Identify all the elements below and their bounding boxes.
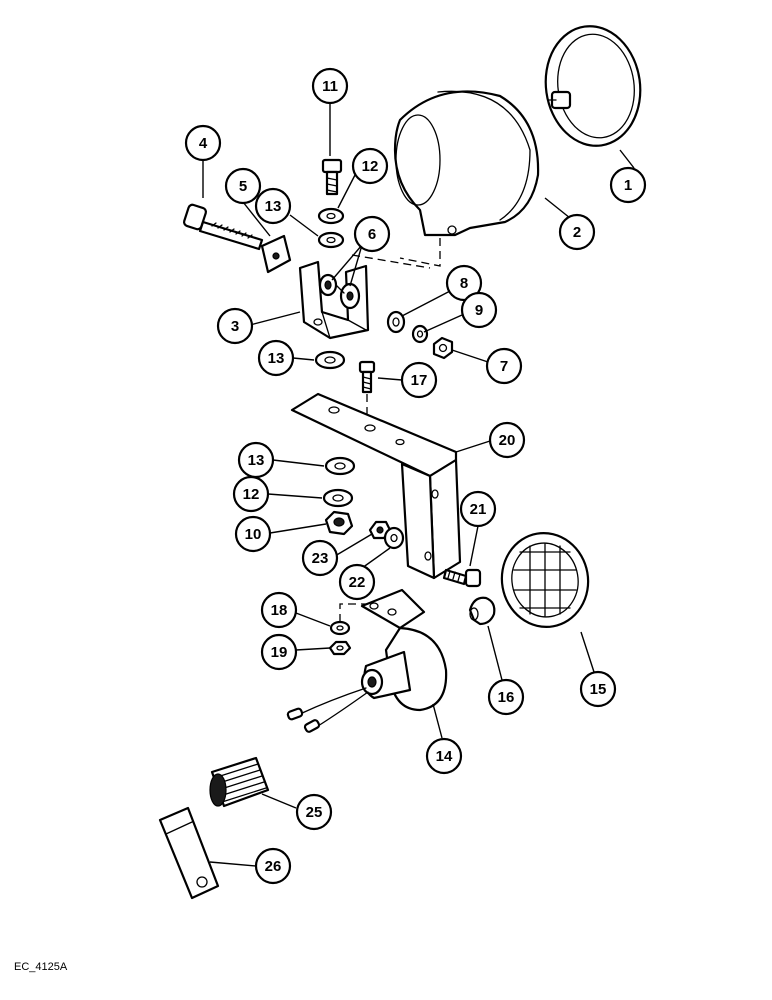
svg-text:26: 26	[265, 858, 282, 875]
lamp-bracket-part	[298, 260, 370, 340]
callout-16: 16	[487, 678, 525, 716]
svg-text:3: 3	[231, 318, 239, 335]
nut-part-7	[432, 336, 454, 360]
callout-13-mid: 13	[257, 339, 295, 377]
svg-text:21: 21	[470, 501, 487, 518]
callout-17: 17	[400, 361, 438, 399]
bulb-part	[468, 596, 496, 626]
lamp-housing-part	[393, 90, 540, 237]
callout-21: 21	[459, 490, 497, 528]
callout-22: 22	[338, 563, 376, 601]
clip-part	[260, 234, 292, 274]
washer-part-13-mid	[314, 350, 346, 370]
nut-part-10	[324, 510, 354, 536]
drawing-code: EC_4125A	[14, 961, 68, 973]
svg-text:23: 23	[312, 550, 329, 567]
svg-text:8: 8	[460, 275, 468, 292]
svg-text:15: 15	[590, 681, 607, 698]
svg-text:18: 18	[271, 602, 288, 619]
callout-15: 15	[579, 670, 617, 708]
callout-12-lower: 12	[232, 475, 270, 513]
leader-lines	[202, 103, 635, 867]
svg-text:10: 10	[245, 526, 262, 543]
svg-text:4: 4	[199, 135, 208, 152]
callout-12-top: 12	[351, 147, 389, 185]
callout-6: 6	[353, 215, 391, 253]
lamp-rim-part	[500, 532, 590, 628]
washer-part-18	[329, 620, 351, 636]
callout-5: 5	[224, 167, 262, 205]
callout-2: 2	[558, 213, 596, 251]
svg-text:6: 6	[368, 226, 376, 243]
bolt-part-11	[321, 158, 343, 196]
svg-text:17: 17	[411, 372, 428, 389]
svg-text:9: 9	[475, 302, 483, 319]
svg-text:13: 13	[248, 452, 265, 469]
callout-8: 8	[445, 264, 483, 302]
svg-text:2: 2	[573, 224, 581, 241]
callout-23: 23	[301, 539, 339, 577]
bolt-part-4	[182, 203, 264, 251]
callout-7: 7	[485, 347, 523, 385]
callout-25: 25	[295, 793, 333, 831]
callout-10: 10	[234, 515, 272, 553]
svg-text:25: 25	[306, 804, 323, 821]
svg-text:14: 14	[436, 748, 453, 765]
washer-part-22	[383, 526, 405, 550]
callout-19: 19	[260, 633, 298, 671]
svg-text:5: 5	[239, 178, 247, 195]
alignment-dash-18	[339, 603, 372, 622]
washer-stack-top	[317, 207, 345, 249]
callout-18: 18	[260, 591, 298, 629]
mounting-bracket-part	[290, 392, 462, 580]
bolt-part-17	[358, 360, 376, 394]
strap-part	[158, 806, 220, 900]
callout-20: 20	[488, 421, 526, 459]
lockwasher-part-9	[411, 324, 429, 344]
svg-text:12: 12	[243, 486, 260, 503]
callout-14: 14	[425, 737, 463, 775]
callout-3: 3	[216, 307, 254, 345]
svg-text:22: 22	[349, 574, 366, 591]
callout-13-top: 13	[254, 187, 292, 225]
svg-text:11: 11	[322, 78, 338, 95]
callout-13-lower: 13	[237, 441, 275, 479]
bolt-part-21	[442, 568, 482, 588]
nut-part-19	[328, 640, 352, 656]
washer-part-13-lower	[324, 456, 356, 476]
svg-text:20: 20	[499, 432, 516, 449]
callout-1: 1	[609, 166, 647, 204]
callout-4: 4	[184, 124, 222, 162]
horn-part	[286, 588, 448, 733]
washer-part-12-lower	[322, 488, 354, 508]
spring-part	[209, 756, 270, 808]
svg-text:13: 13	[265, 198, 282, 215]
svg-text:19: 19	[271, 644, 288, 661]
callout-26: 26	[254, 847, 292, 885]
svg-text:7: 7	[500, 358, 508, 375]
alignment-dash	[351, 238, 441, 269]
svg-text:13: 13	[268, 350, 285, 367]
svg-text:12: 12	[362, 158, 379, 175]
svg-text:16: 16	[498, 689, 515, 706]
callout-11: 11	[311, 67, 349, 105]
washer-part-8	[386, 310, 406, 334]
lamp-lens-part	[544, 25, 642, 147]
svg-text:1: 1	[624, 177, 632, 194]
callout-9: 9	[460, 291, 498, 329]
